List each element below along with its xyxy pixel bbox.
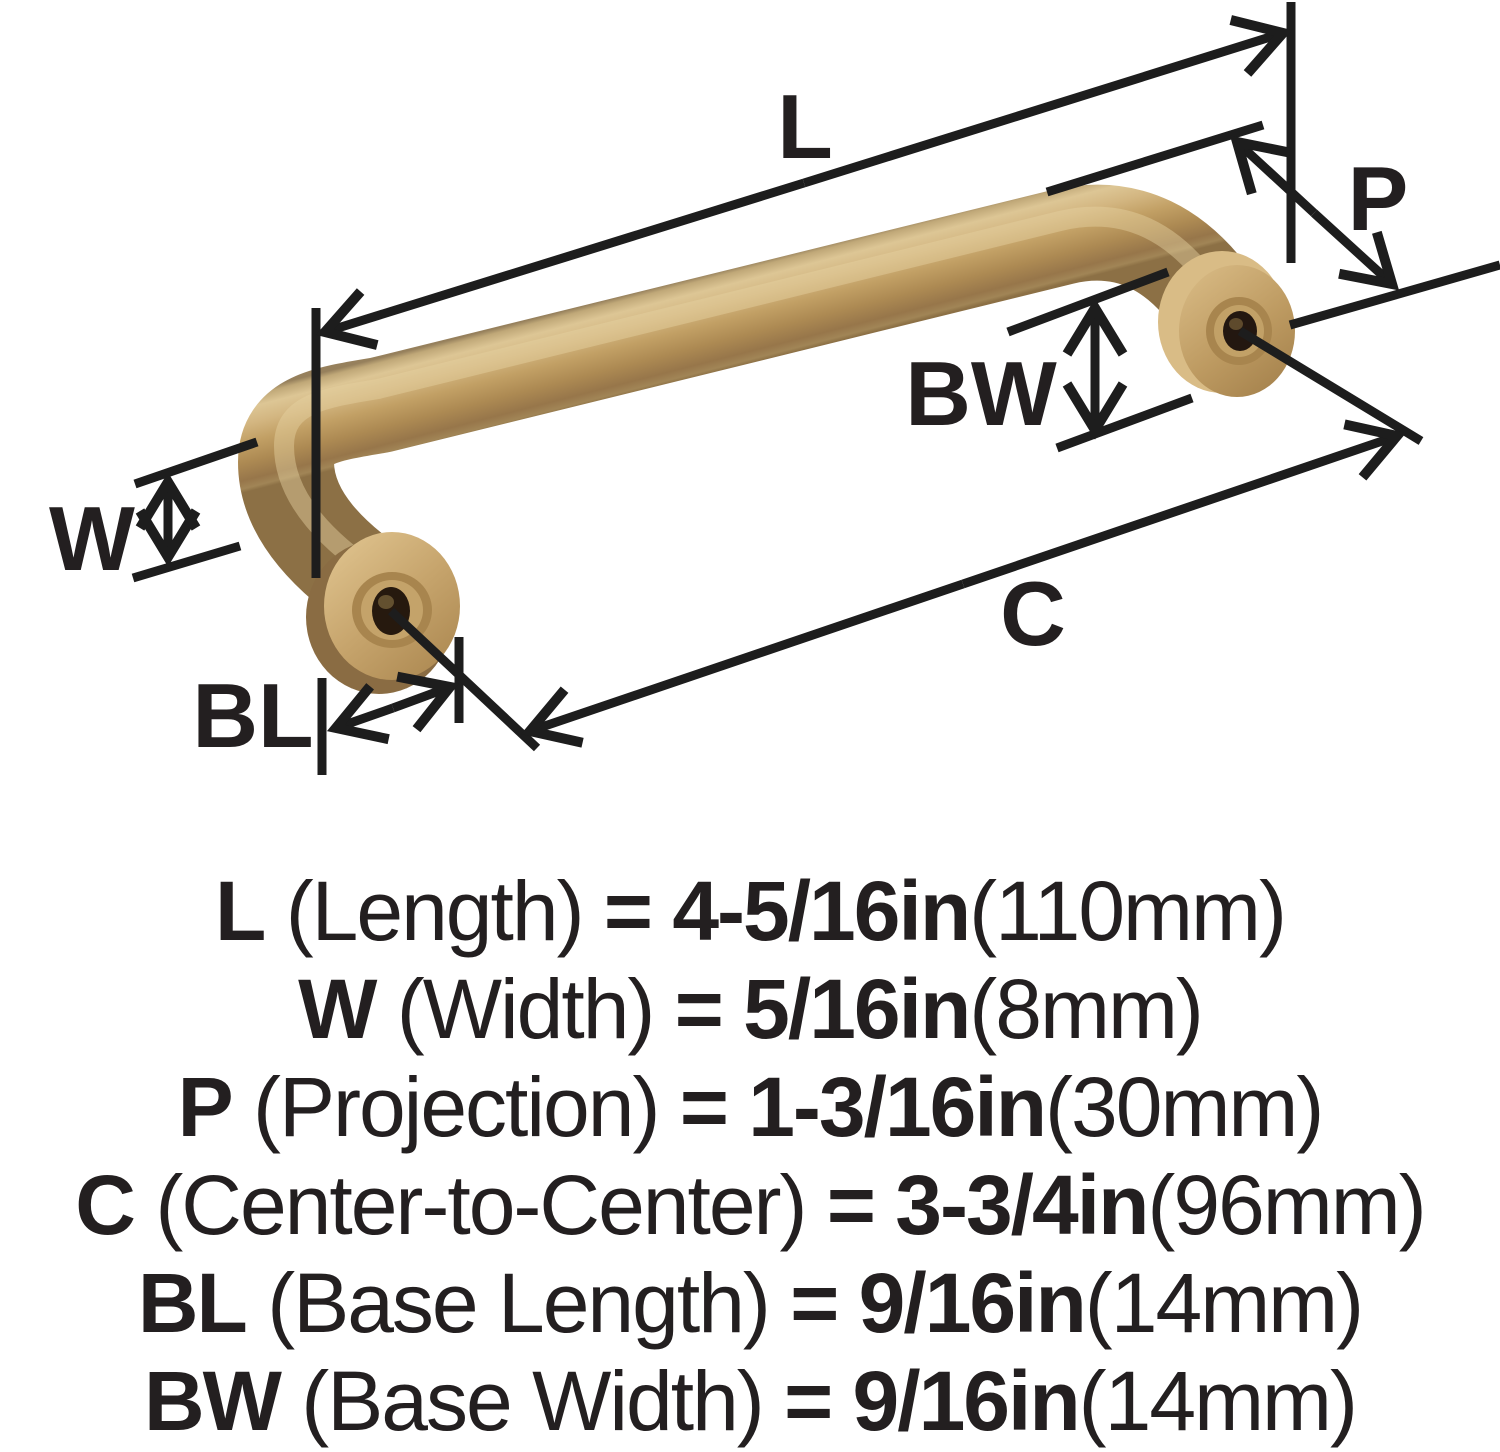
spec-symbol: BW — [144, 1354, 282, 1448]
spec-value-metric: (96mm) — [1147, 1158, 1426, 1252]
spec-row-length: L (Length) = 4-5/16in(110mm) — [0, 862, 1500, 960]
l-label: L — [777, 77, 833, 178]
c-leader-left-hole — [387, 607, 541, 752]
diagram-area: L P W — [49, 2, 1500, 775]
spec-value-imperial: 9/16in — [852, 1354, 1081, 1448]
p-arrow-lower-half — [1310, 209, 1400, 291]
spec-value-metric: (30mm) — [1045, 1060, 1324, 1154]
w-tick-lower — [131, 541, 242, 583]
p-arrow-upper-half — [1229, 135, 1318, 217]
spec-row-width: W (Width) = 5/16in(8mm) — [0, 960, 1500, 1058]
c-arrow-left-half — [520, 579, 965, 748]
spec-value-metric: (110mm) — [969, 864, 1287, 958]
spec-name: (Base Length) — [267, 1256, 771, 1350]
dimension-callouts: L P W — [49, 2, 1500, 775]
spec-name: (Center-to-Center) — [155, 1158, 807, 1252]
dimension-P: P — [1045, 120, 1500, 330]
spec-value-metric: (8mm) — [969, 962, 1204, 1056]
spec-equals: = — [679, 1060, 729, 1154]
bl-label: BL — [192, 666, 313, 767]
spec-value-metric: (14mm) — [1084, 1256, 1364, 1350]
l-arrow-right-half — [802, 15, 1293, 188]
spec-row-base-length: BL (Base Length) = 9/16in(14mm) — [0, 1254, 1500, 1352]
spec-equals: = — [784, 1354, 833, 1448]
spec-row-projection: P (Projection) = 1-3/16in(30mm) — [0, 1058, 1500, 1156]
bl-arrow-left-half — [326, 683, 395, 745]
spec-row-center-to-center: C (Center-to-Center) = 3-3/4in(96mm) — [0, 1156, 1500, 1254]
dimension-W: W — [49, 437, 259, 590]
right-screw-hole-glint — [1229, 318, 1243, 330]
bw-label: BW — [905, 344, 1057, 445]
spec-name: (Projection) — [252, 1060, 660, 1154]
bl-arrow-right-half — [391, 671, 460, 733]
spec-value-imperial: 1-3/16in — [748, 1060, 1047, 1154]
spec-symbol: P — [177, 1060, 234, 1154]
dimension-L: L — [311, 2, 1296, 578]
spec-equals: = — [603, 864, 653, 958]
spec-value-imperial: 4-5/16in — [672, 864, 971, 958]
dimension-spec-list: L (Length) = 4-5/16in(110mm) W (Width) =… — [0, 862, 1500, 1450]
spec-name: (Base Width) — [301, 1354, 764, 1448]
spec-value-imperial: 9/16in — [858, 1256, 1087, 1350]
spec-equals: = — [826, 1158, 876, 1252]
p-reference-line-upper — [1045, 120, 1265, 197]
p-label: P — [1348, 149, 1409, 250]
spec-value-imperial: 3-3/4in — [895, 1158, 1149, 1252]
spec-equals: = — [790, 1256, 839, 1350]
p-reference-line-lower — [1288, 260, 1500, 330]
l-arrow-left-half — [315, 178, 806, 350]
spec-value-metric: (14mm) — [1078, 1354, 1358, 1448]
dimension-C: C — [387, 327, 1424, 752]
c-label: C — [1000, 564, 1066, 665]
handle-illustration — [238, 184, 1295, 694]
spec-name: (Width) — [396, 962, 656, 1056]
spec-symbol: C — [75, 1158, 136, 1252]
bw-tick-lower — [1055, 393, 1194, 453]
c-arrow-right-half — [961, 419, 1407, 589]
dimension-BW: BW — [905, 267, 1194, 453]
left-screw-hole-glint — [378, 595, 394, 609]
spec-name: (Length) — [285, 864, 585, 958]
spec-symbol: BL — [137, 1256, 248, 1350]
right-base-flange — [1158, 251, 1295, 397]
spec-symbol: L — [215, 864, 266, 958]
spec-equals: = — [674, 962, 724, 1056]
w-label: W — [49, 489, 135, 590]
handle-dimension-drawing: L P W — [49, 2, 1500, 775]
spec-value-imperial: 5/16in — [743, 962, 971, 1056]
spec-row-base-width: BW (Base Width) = 9/16in(14mm) — [0, 1352, 1500, 1450]
spec-symbol: W — [298, 962, 377, 1056]
